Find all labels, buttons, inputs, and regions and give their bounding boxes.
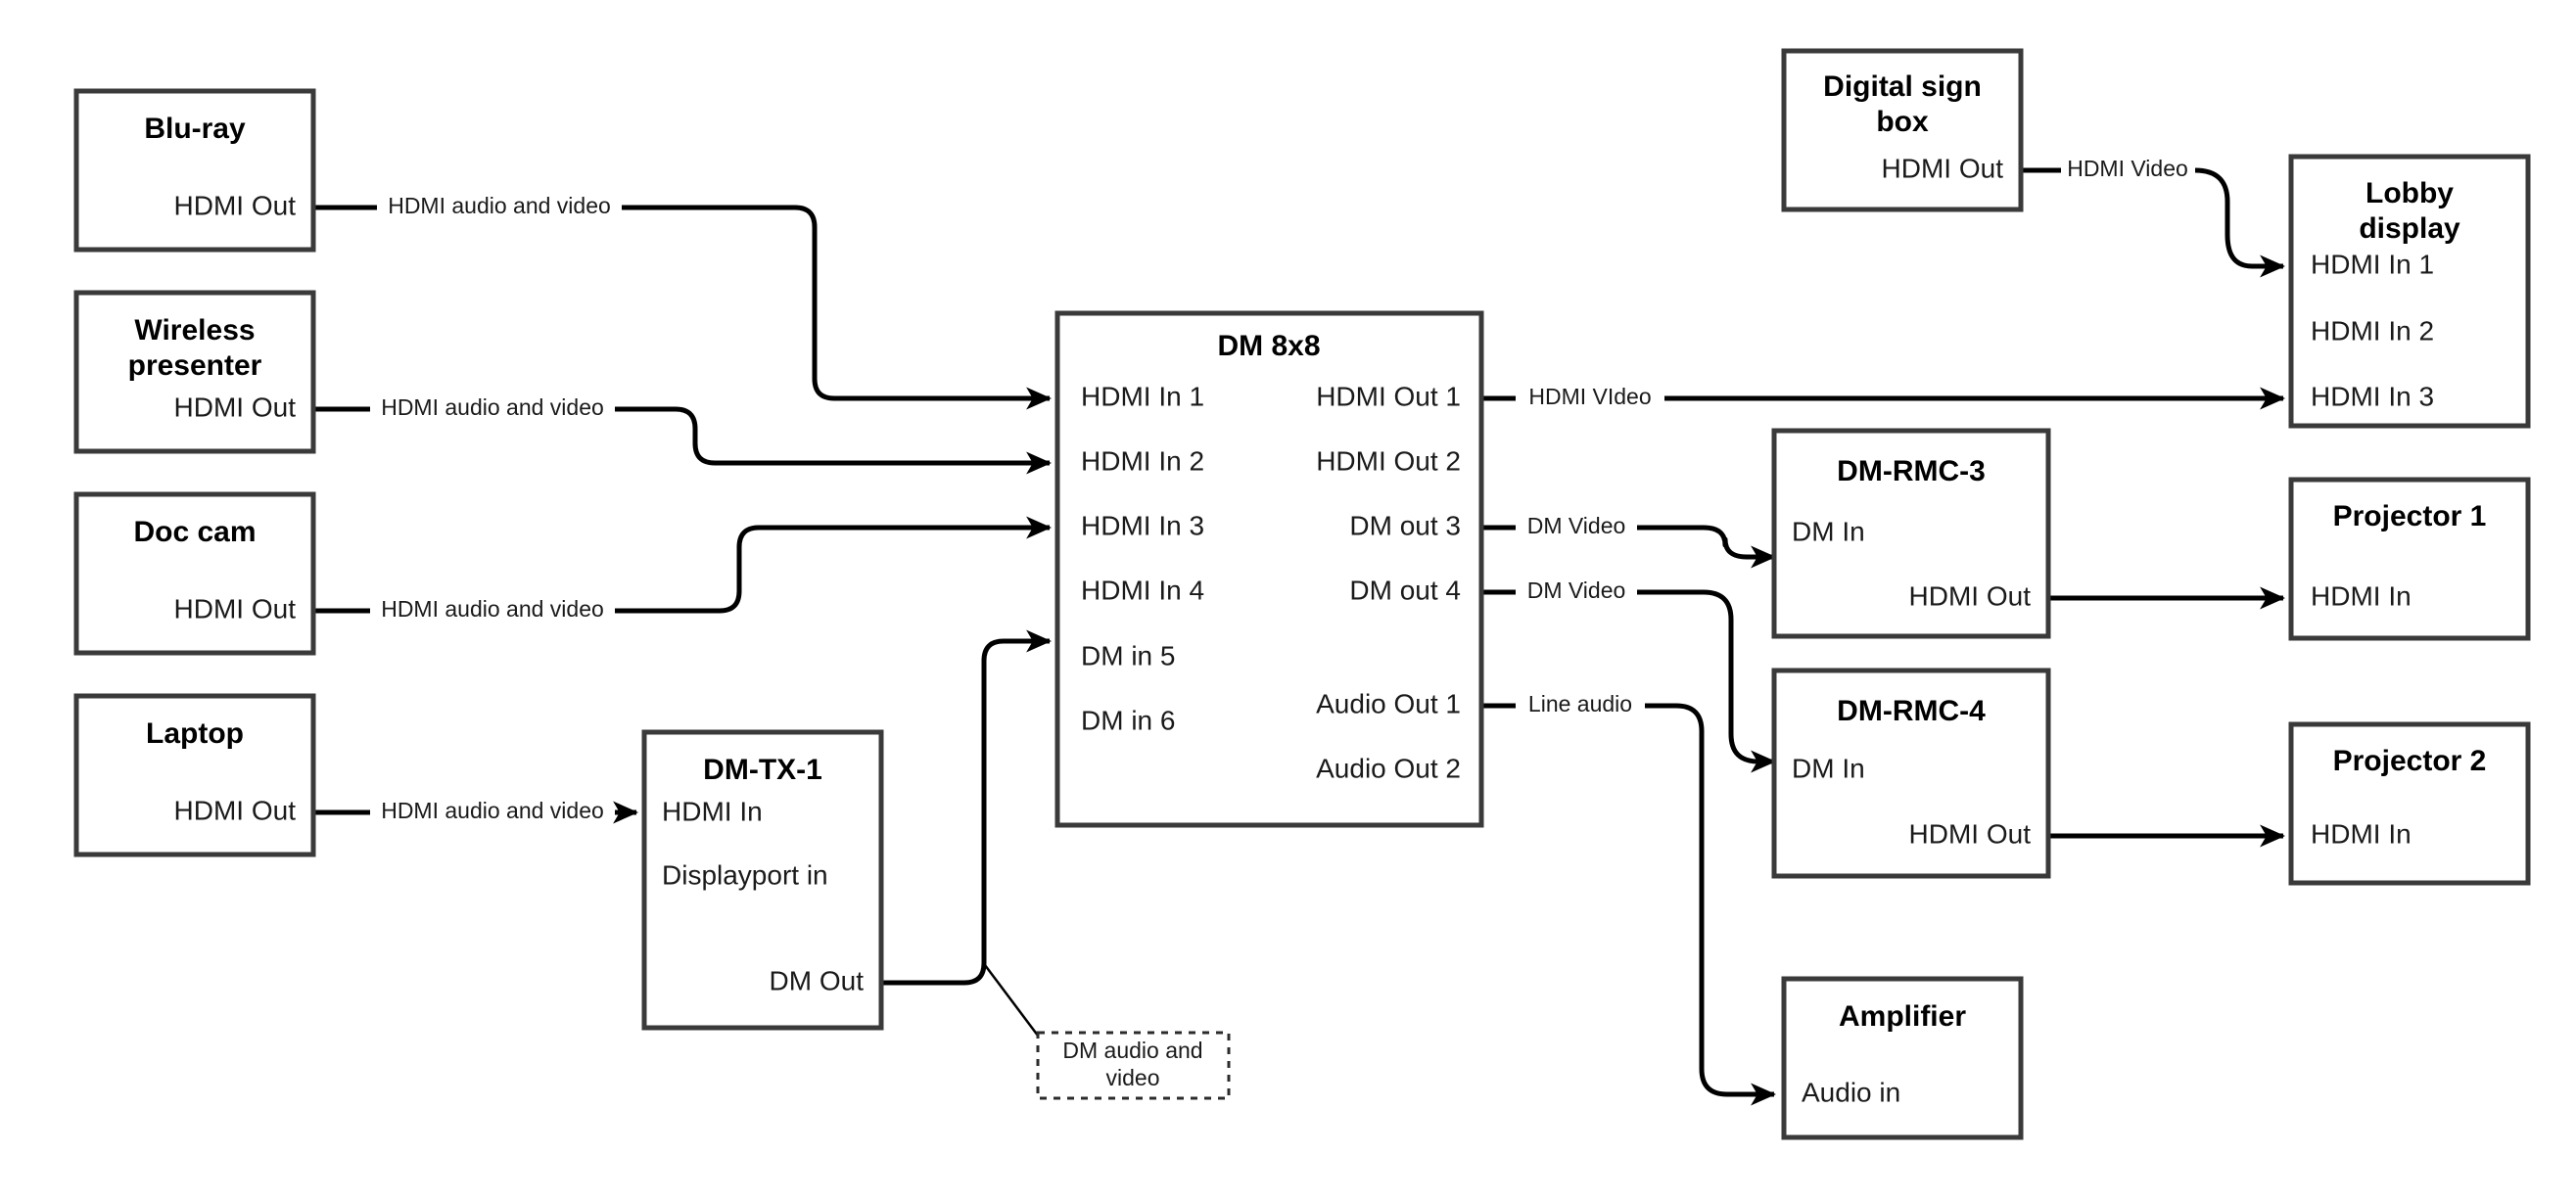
- port-dmrmc3-hdmi-out: HDMI Out: [1909, 580, 2032, 611]
- node-projector-1[interactable]: Projector 1 HDMI In: [2288, 477, 2531, 641]
- port-dm8x8-audio-out-1: Audio Out 1: [1316, 688, 1461, 718]
- note-line1: DM audio and: [1062, 1038, 1202, 1063]
- port-dm8x8-dm-out-3: DM out 3: [1349, 510, 1461, 540]
- node-dm-8x8[interactable]: DM 8x8 HDMI In 1 HDMI In 2 HDMI In 3 HDM…: [1054, 310, 1484, 828]
- port-dm8x8-dm-in-6: DM in 6: [1081, 705, 1175, 735]
- node-bluray[interactable]: Blu-ray HDMI Out: [73, 88, 316, 253]
- node-wireless-presenter[interactable]: Wireless presenter HDMI Out: [73, 290, 316, 454]
- node-digitalsign-title-line1: Digital sign: [1823, 70, 1982, 103]
- link-dmtx1-to-dm8x8: [881, 629, 1053, 986]
- edge-label-dm-out1: HDMI VIdeo: [1528, 384, 1651, 409]
- port-dmtx1-displayport-in: Displayport in: [662, 859, 828, 890]
- node-projector1-title: Projector 1: [2333, 500, 2487, 532]
- edge-label-sign-to-lobby: HDMI Video: [2067, 156, 2188, 181]
- port-amplifier-audio-in: Audio in: [1802, 1077, 1900, 1107]
- port-dmrmc4-dm-in: DM In: [1792, 753, 1865, 783]
- node-wireless-title-line2: presenter: [128, 349, 262, 382]
- port-wireless-hdmi-out: HDMI Out: [174, 392, 297, 422]
- node-amplifier-title: Amplifier: [1839, 1000, 1966, 1033]
- edge-label-bluray: HDMI audio and video: [388, 193, 611, 218]
- port-dmtx1-hdmi-in: HDMI In: [662, 796, 763, 826]
- port-dm8x8-hdmi-in-2: HDMI In 2: [1081, 445, 1204, 476]
- node-dm-tx-1[interactable]: DM-TX-1 HDMI In Displayport in DM Out: [641, 729, 884, 1031]
- link-dm8x8-out3-to-dmrmc3: [1481, 525, 1774, 557]
- edge-label-doccam: HDMI audio and video: [381, 596, 604, 622]
- node-bluray-title: Blu-ray: [144, 113, 246, 145]
- port-dm8x8-hdmi-in-1: HDMI In 1: [1081, 381, 1204, 411]
- port-dm8x8-audio-out-2: Audio Out 2: [1316, 753, 1461, 783]
- port-dm8x8-dm-out-4: DM out 4: [1349, 575, 1461, 605]
- port-dm8x8-dm-in-5: DM in 5: [1081, 640, 1175, 670]
- node-wireless-title-line1: Wireless: [134, 314, 255, 346]
- edge-label-line-audio: Line audio: [1528, 691, 1632, 716]
- port-doccam-hdmi-out: HDMI Out: [174, 593, 297, 624]
- node-amplifier[interactable]: Amplifier Audio in: [1781, 976, 2024, 1140]
- node-doccam-title: Doc cam: [133, 516, 256, 548]
- link-dm8x8-out4-to-dmrmc4: [1481, 589, 1774, 762]
- node-dm-rmc-4[interactable]: DM-RMC-4 DM In HDMI Out: [1771, 668, 2051, 879]
- port-dm8x8-hdmi-out-2: HDMI Out 2: [1316, 445, 1461, 476]
- port-dm8x8-hdmi-in-4: HDMI In 4: [1081, 575, 1204, 605]
- edge-label-laptop: HDMI audio and video: [381, 798, 604, 823]
- port-dm8x8-hdmi-out-1: HDMI Out 1: [1316, 381, 1461, 411]
- link-dm8x8-audio1-to-amplifier: [1481, 703, 1774, 1094]
- node-laptop[interactable]: Laptop HDMI Out: [73, 693, 316, 857]
- port-dmrmc3-dm-in: DM In: [1792, 516, 1865, 546]
- link-doccam-to-dm8x8: [313, 528, 1050, 614]
- node-lobby-title-line2: display: [2359, 212, 2460, 245]
- node-dm8x8-title: DM 8x8: [1217, 330, 1320, 362]
- node-lobby-display[interactable]: Lobby display HDMI In 1 HDMI In 2 HDMI I…: [2288, 154, 2531, 429]
- port-dmtx1-dm-out: DM Out: [770, 965, 865, 995]
- port-laptop-hdmi-out: HDMI Out: [174, 795, 297, 825]
- port-projector2-hdmi-in: HDMI In: [2311, 818, 2412, 849]
- port-digitalsign-hdmi-out: HDMI Out: [1882, 153, 2004, 183]
- note-line2: video: [1106, 1065, 1160, 1090]
- port-projector1-hdmi-in: HDMI In: [2311, 580, 2412, 611]
- edge-label-dm-out3: DM Video: [1527, 513, 1626, 538]
- node-digital-sign-box[interactable]: Digital sign box HDMI Out: [1781, 48, 2024, 212]
- edge-label-dm-out4: DM Video: [1527, 577, 1626, 603]
- port-lobby-hdmi-in-3: HDMI In 3: [2311, 381, 2434, 411]
- node-dmrmc3-title: DM-RMC-3: [1837, 455, 1986, 487]
- node-laptop-title: Laptop: [146, 717, 244, 750]
- port-bluray-hdmi-out: HDMI Out: [174, 190, 297, 220]
- node-dm-rmc-3[interactable]: DM-RMC-3 DM In HDMI Out: [1771, 428, 2051, 639]
- note-dm-audio-and-video: DM audio and video: [1036, 1031, 1231, 1100]
- node-lobby-title-line1: Lobby: [2365, 177, 2454, 209]
- port-lobby-hdmi-in-2: HDMI In 2: [2311, 315, 2434, 346]
- leader-dm-audio-video-note: [984, 964, 1039, 1037]
- node-dmrmc4-title: DM-RMC-4: [1837, 695, 1986, 727]
- link-digitalsign-to-lobby: [2021, 167, 2283, 266]
- node-dmtx1-title: DM-TX-1: [703, 754, 822, 786]
- node-doc-cam[interactable]: Doc cam HDMI Out: [73, 491, 316, 656]
- edge-label-wireless: HDMI audio and video: [381, 394, 604, 420]
- node-digitalsign-title-line2: box: [1876, 106, 1929, 138]
- link-wireless-to-dm8x8: [313, 406, 1050, 463]
- port-dm8x8-hdmi-in-3: HDMI In 3: [1081, 510, 1204, 540]
- link-bluray-to-dm8x8: [313, 205, 1050, 398]
- node-projector2-title: Projector 2: [2333, 745, 2487, 777]
- port-lobby-hdmi-in-1: HDMI In 1: [2311, 249, 2434, 279]
- port-dmrmc4-hdmi-out: HDMI Out: [1909, 818, 2032, 849]
- node-projector-2[interactable]: Projector 2 HDMI In: [2288, 721, 2531, 886]
